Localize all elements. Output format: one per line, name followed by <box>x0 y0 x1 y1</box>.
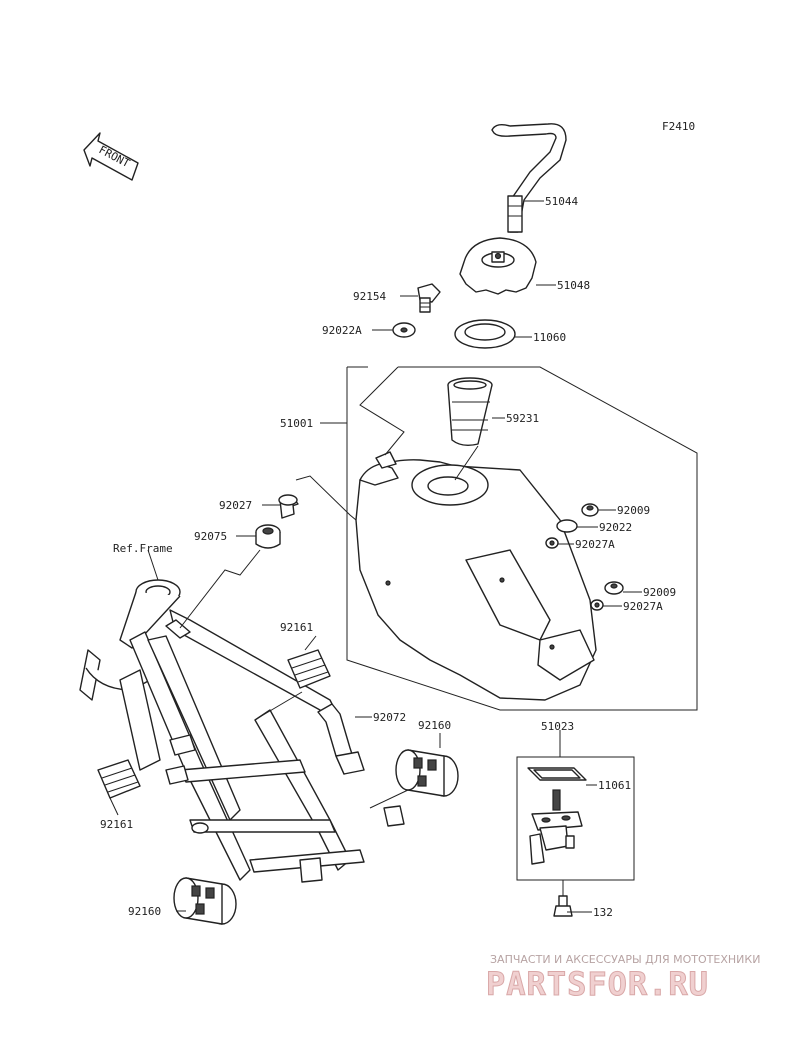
reference-frame <box>79 579 405 883</box>
bolt-92009-a <box>581 503 599 517</box>
damper-92160-b <box>173 877 237 925</box>
fuel-filter <box>447 377 493 447</box>
fuel-cock-group <box>516 756 635 917</box>
label-92160-b: 92160 <box>128 905 161 918</box>
label-92160-a: 92160 <box>418 719 451 732</box>
bolt-92009-b <box>604 581 624 595</box>
tank-strap-92072 <box>317 703 365 775</box>
leader-lines <box>109 200 642 913</box>
label-92075: 92075 <box>194 530 227 543</box>
label-51023: 51023 <box>541 720 574 733</box>
label-92022A: 92022A <box>322 324 362 337</box>
watermark-top-text: ЗАПЧАСТИ И АКСЕССУАРЫ ДЛЯ МОТОТЕХНИКИ <box>490 953 760 966</box>
fuel-tank <box>355 451 597 701</box>
label-132: 132 <box>593 906 613 919</box>
part-labels: 51044 51048 92154 92022A 11060 59231 510… <box>100 195 676 919</box>
label-92027: 92027 <box>219 499 252 512</box>
label-51044: 51044 <box>545 195 578 208</box>
label-11061: 11061 <box>598 779 631 792</box>
watermark-brand: PARTSFOR.RU <box>486 965 709 1003</box>
label-59231: 59231 <box>506 412 539 425</box>
label-92009-b: 92009 <box>643 586 676 599</box>
grommet-92075 <box>255 524 281 549</box>
collar-92027A-a <box>545 537 559 549</box>
label-92161-b: 92161 <box>100 818 133 831</box>
damper-92160-a <box>395 749 459 797</box>
label-92161-a: 92161 <box>280 621 313 634</box>
cap-gasket <box>454 319 516 349</box>
label-51001: 51001 <box>280 417 313 430</box>
label-51048: 51048 <box>557 279 590 292</box>
rubber-pad-92161-b <box>97 759 141 799</box>
label-92027A-b: 92027A <box>623 600 663 613</box>
label-92072: 92072 <box>373 711 406 724</box>
front-arrow-icon: FRONT <box>83 132 139 181</box>
label-92022: 92022 <box>599 521 632 534</box>
label-92154: 92154 <box>353 290 386 303</box>
collar-92027A-b <box>590 599 604 611</box>
label-92009-a: 92009 <box>617 504 650 517</box>
watermark: ЗАПЧАСТИ И АКСЕССУАРЫ ДЛЯ МОТОТЕХНИКИ PA… <box>486 953 761 1004</box>
washer-92022 <box>556 519 578 533</box>
label-92027A-a: 92027A <box>575 538 615 551</box>
label-ref-frame: Ref.Frame <box>113 542 173 555</box>
fuel-cap <box>459 237 537 295</box>
bolt-92154 <box>417 283 441 313</box>
collar-92027 <box>278 494 299 519</box>
washer-92022A <box>392 322 416 338</box>
breather-hose <box>491 123 567 233</box>
figure-code: F2410 <box>662 120 695 133</box>
label-11060: 11060 <box>533 331 566 344</box>
tank-group-outline <box>346 366 698 711</box>
rubber-pad-92161-a <box>287 649 331 689</box>
